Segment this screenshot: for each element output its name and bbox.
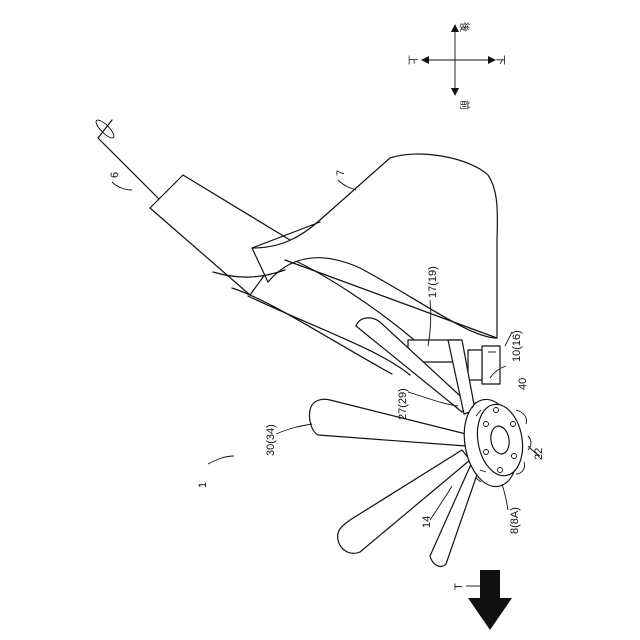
label-plate: 10(16)	[511, 330, 523, 362]
arrow-up-icon	[451, 24, 459, 32]
label-pipe: 6	[109, 172, 121, 178]
arrow-down-bold-icon	[468, 570, 512, 630]
pipe-end	[98, 120, 178, 200]
hood-body	[252, 154, 497, 338]
label-direction: T	[453, 583, 465, 590]
compass-up-label: 上	[406, 55, 418, 65]
label-hub-center: 22	[533, 448, 545, 460]
label-tine-upper: 27(29)	[397, 388, 409, 420]
label-rotor: 8(8A)	[509, 507, 521, 534]
label-bracket: 17(19)	[427, 266, 439, 298]
leader-pipe	[112, 182, 132, 190]
tines	[309, 318, 480, 567]
label-tine-lower: 14	[421, 516, 433, 528]
leader-rotor	[502, 484, 508, 510]
orientation-compass: 後 上 下 前	[406, 22, 505, 110]
label-device: 1	[197, 482, 209, 488]
arrow-down-icon	[451, 88, 459, 96]
leader-hood	[338, 180, 356, 190]
arrow-left-icon	[421, 56, 429, 64]
tine-large-30-34	[309, 399, 470, 446]
compass-down-label: 下	[494, 55, 505, 65]
compass-back-label: 後	[458, 22, 471, 32]
leader-device	[208, 456, 234, 464]
label-tine-large: 30(34)	[265, 424, 277, 456]
label-hood: 7	[335, 170, 347, 176]
label-spacer: 40	[517, 378, 529, 390]
compass-front-label: 前	[458, 100, 471, 110]
spacer-40	[468, 350, 482, 380]
leader-tine-large	[276, 424, 312, 434]
direction-arrow	[466, 570, 512, 630]
hood	[213, 154, 497, 338]
